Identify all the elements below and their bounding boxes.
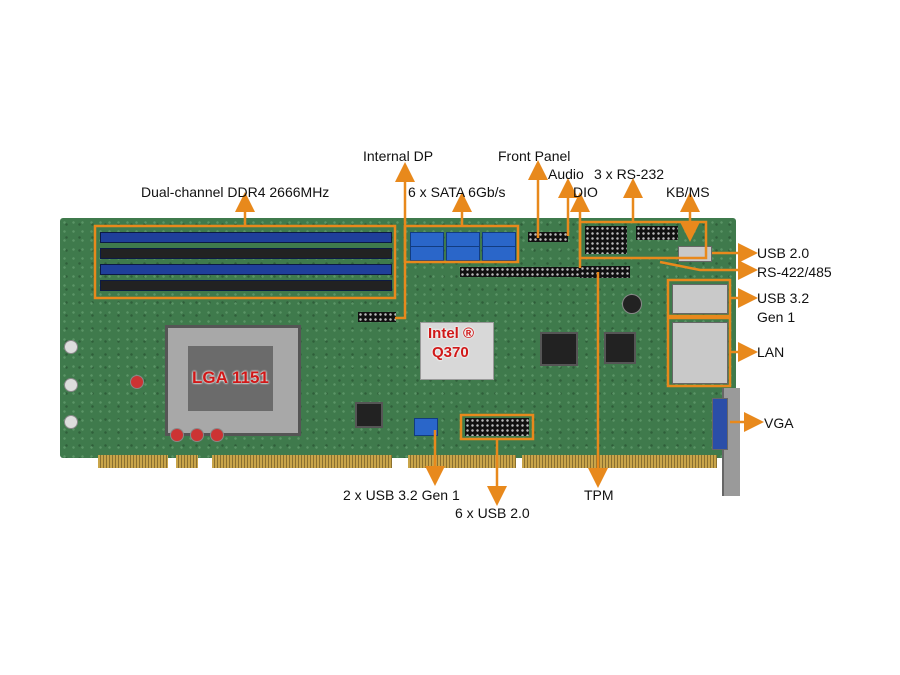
capacitor xyxy=(64,415,78,429)
label-front-panel: Front Panel xyxy=(498,148,571,164)
usb-header xyxy=(465,418,529,436)
serial-header xyxy=(585,226,627,254)
dimm-slot xyxy=(100,280,392,291)
buzzer xyxy=(622,294,642,314)
internal-dp-connector xyxy=(358,312,396,322)
pin-header xyxy=(460,267,580,277)
usb20-callout-box xyxy=(459,413,535,441)
dio-header xyxy=(580,266,630,278)
label-lan: LAN xyxy=(757,344,785,360)
sata-port xyxy=(410,246,444,261)
gold-fingers xyxy=(212,455,392,468)
label-usb32-rear-1: USB 3.2 xyxy=(757,290,810,306)
label-ddr4: Dual-channel DDR4 2666MHz xyxy=(141,184,330,200)
capacitor xyxy=(64,378,78,392)
chip xyxy=(604,332,636,364)
lan-port xyxy=(672,322,728,384)
label-usb20-internal: 6 x USB 2.0 xyxy=(455,505,530,521)
capacitor xyxy=(64,340,78,354)
label-usb32-rear-2: Gen 1 xyxy=(757,309,796,325)
usb32-callout-box xyxy=(666,278,732,318)
label-dio: DIO xyxy=(573,184,598,200)
cpu-socket-label: LGA 1151 xyxy=(192,368,269,387)
gold-fingers xyxy=(98,455,168,468)
lan-callout-box xyxy=(666,316,732,388)
label-audio: Audio xyxy=(548,166,584,182)
label-usb20-rear: USB 2.0 xyxy=(757,245,810,261)
label-tpm: TPM xyxy=(584,487,614,503)
gold-fingers xyxy=(522,455,717,468)
front-panel-header xyxy=(528,232,568,242)
cpu-socket xyxy=(165,325,301,436)
label-vga: VGA xyxy=(764,415,794,431)
capacitor xyxy=(130,375,144,389)
usb3-port xyxy=(672,284,728,314)
sata-callout-box xyxy=(403,224,520,264)
label-rs232: 3 x RS-232 xyxy=(594,166,665,182)
dimm-slot xyxy=(100,264,392,275)
chipset-label-2: Q370 xyxy=(432,344,469,361)
capacitor xyxy=(210,428,224,442)
chipset-label-1: Intel ® xyxy=(428,325,475,342)
chip xyxy=(540,332,578,366)
capacitor xyxy=(190,428,204,442)
sata-port xyxy=(446,246,480,261)
capacitor xyxy=(170,428,184,442)
vga-port xyxy=(712,398,728,450)
chip xyxy=(355,402,383,428)
label-sata: 6 x SATA 6Gb/s xyxy=(408,184,506,200)
dimm-slot xyxy=(100,248,392,259)
ddr4-callout-box xyxy=(93,224,397,300)
label-internal-dp: Internal DP xyxy=(363,148,434,164)
dimm-slot xyxy=(100,232,392,243)
chipset xyxy=(420,322,494,380)
label-usb32-internal: 2 x USB 3.2 Gen 1 xyxy=(343,487,460,503)
rs232-callout-box xyxy=(578,220,708,260)
label-kbms: KB/MS xyxy=(666,184,710,200)
gold-fingers xyxy=(176,455,198,468)
sata-port xyxy=(482,246,516,261)
label-rs422: RS-422/485 xyxy=(757,264,832,280)
serial-header xyxy=(636,226,678,240)
usb3-header xyxy=(414,418,438,436)
